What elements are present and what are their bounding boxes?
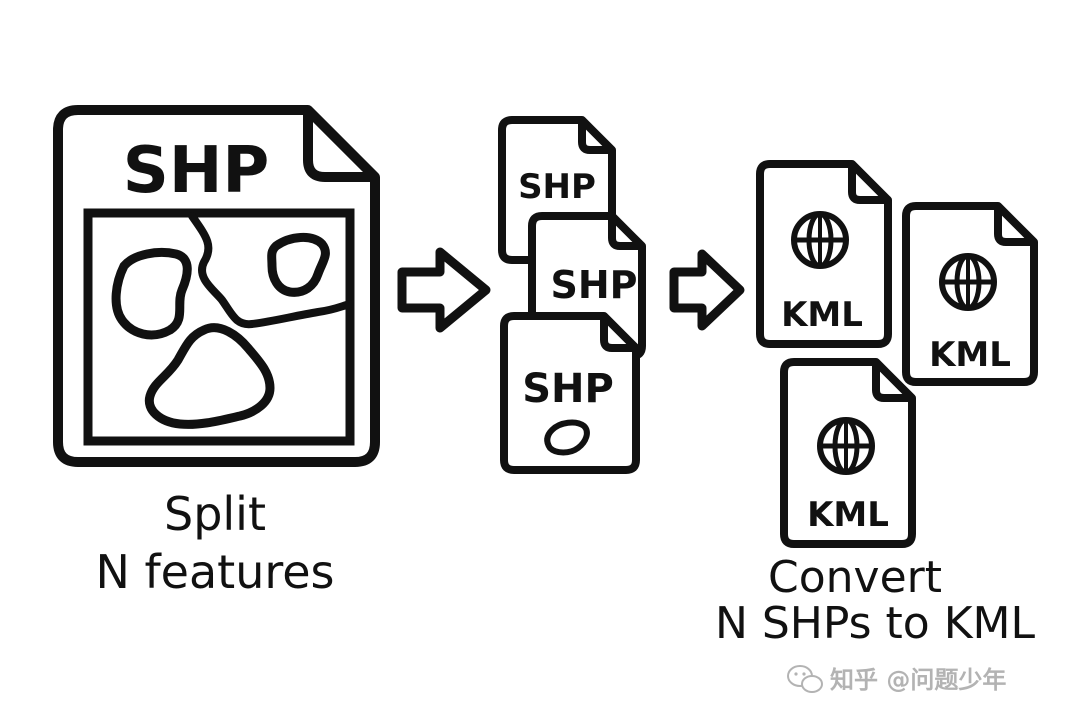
split-shp-file-1: SHP <box>502 120 612 260</box>
kml-file-3: KML <box>780 358 916 548</box>
watermark: 知乎 @问题少年 <box>787 665 1006 694</box>
kml-file-label: KML <box>781 295 863 335</box>
source-file-label: SHP <box>123 134 270 208</box>
folded-corner <box>303 110 375 182</box>
feature-polygon-icon <box>544 419 590 456</box>
convert-caption-line2: N SHPs to KML <box>715 598 1036 649</box>
globe-icon <box>794 214 846 266</box>
split-caption-line1: Split <box>164 487 266 541</box>
globe-icon <box>942 256 994 308</box>
arrow-right-icon <box>669 249 745 331</box>
globe-icon <box>820 420 872 472</box>
watermark-text: 知乎 @问题少年 <box>830 666 1006 694</box>
kml-file-label: KML <box>929 335 1011 375</box>
split-caption-line2: N features <box>95 545 334 599</box>
wechat-icon <box>787 665 823 693</box>
source-shp-file: SHP <box>53 105 380 467</box>
split-shp-file-3: SHP <box>500 312 640 474</box>
convert-caption-line1: Convert <box>768 552 942 603</box>
split-file-label: SHP <box>522 366 614 412</box>
kml-file-2: KML <box>902 202 1038 386</box>
split-file-label: SHP <box>550 263 637 307</box>
map-icon <box>83 208 355 446</box>
kml-file-label: KML <box>807 495 889 535</box>
split-shp-file-2: SHP <box>532 216 642 356</box>
kml-file-1: KML <box>756 160 892 348</box>
split-file-label: SHP <box>518 167 596 207</box>
arrow-right-icon <box>397 247 491 333</box>
